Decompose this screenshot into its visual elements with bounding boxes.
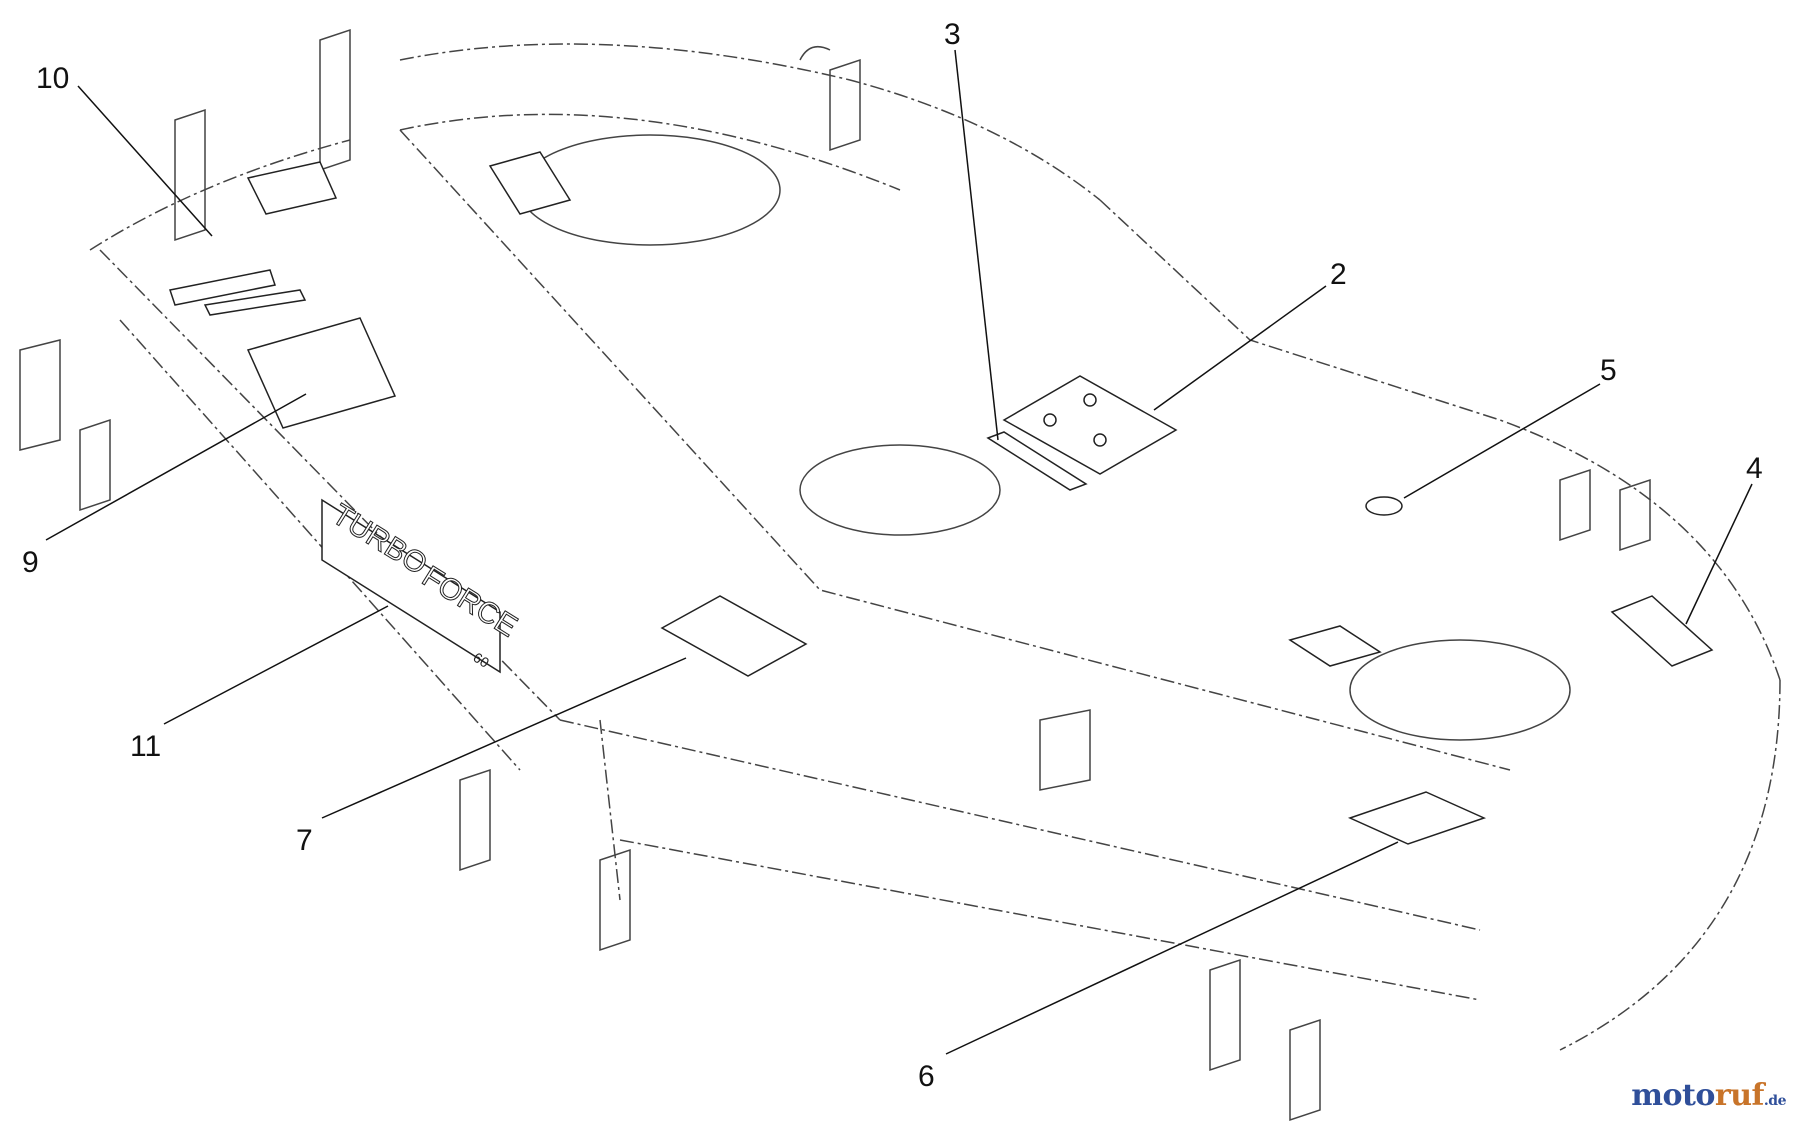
belt-routing-decal (1002, 375, 1178, 475)
discharge-decal (1610, 595, 1714, 667)
watermark-logo: motoruf.de (1631, 1078, 1786, 1113)
callout-5: 5 (1600, 354, 1617, 387)
watermark-part-c: .de (1763, 1093, 1787, 1109)
leader-3 (954, 49, 999, 441)
decals (169, 151, 1714, 845)
leader-7 (321, 657, 687, 819)
leader-6 (945, 841, 1399, 1055)
height-slot (203, 289, 307, 316)
size-text: 60 (470, 649, 492, 671)
callout-6: 6 (918, 1060, 935, 1093)
callout-9: 9 (22, 546, 39, 579)
safety-icons-decal (1347, 791, 1487, 845)
warning-triangle-decal (986, 431, 1088, 491)
chute-decal-right (1288, 625, 1382, 667)
deck-outline (19, 28, 1781, 1122)
callout-7: 7 (296, 824, 313, 857)
leader-10 (77, 85, 213, 237)
blank-decal (660, 595, 808, 677)
leader-lines (45, 49, 1753, 1055)
watermark-part-b: ruf (1714, 1078, 1765, 1113)
callout-numbers: 10 3 2 5 4 9 11 7 6 (22, 18, 1763, 1093)
instruction-decal (246, 317, 397, 429)
chute-deflector-decal (488, 151, 572, 215)
callout-4: 4 (1746, 452, 1763, 485)
callout-11: 11 (130, 730, 161, 763)
callout-2: 2 (1330, 258, 1347, 291)
callout-3: 3 (944, 18, 961, 51)
turbo-force-plate (321, 498, 501, 674)
warning-decal-top-left (246, 161, 338, 215)
leader-4 (1685, 483, 1753, 625)
leader-5 (1403, 383, 1601, 499)
leader-2 (1153, 285, 1327, 411)
callout-10: 10 (36, 62, 69, 95)
leader-9 (45, 393, 307, 541)
height-scale-decal (169, 269, 276, 306)
leader-11 (163, 605, 389, 725)
watermark-part-a: moto (1631, 1078, 1715, 1113)
round-decal (1365, 496, 1403, 516)
